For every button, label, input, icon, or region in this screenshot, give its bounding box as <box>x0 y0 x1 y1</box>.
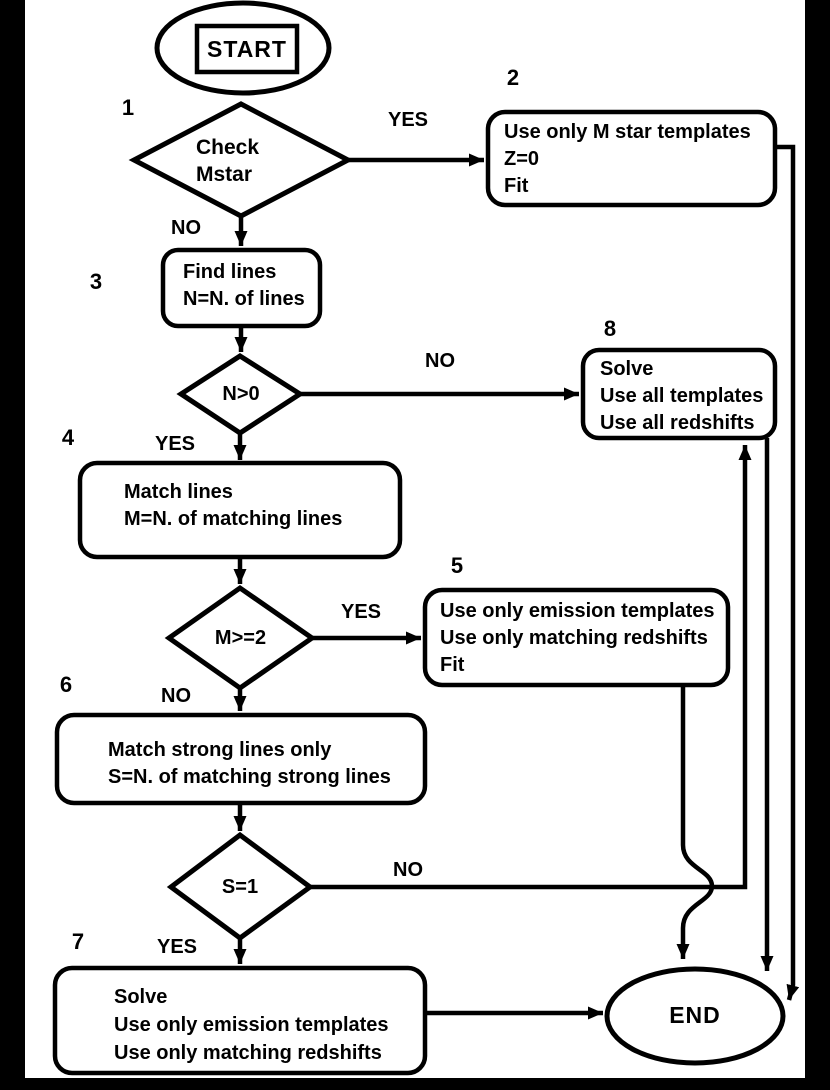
box-match-lines <box>77 460 403 560</box>
branch-label-d4-yes: YES <box>156 935 198 958</box>
box-find-lines <box>160 247 323 329</box>
step-number-5: 5 <box>450 552 464 578</box>
decision-s-eq-1 <box>166 831 315 942</box>
end-label: END <box>669 1002 721 1028</box>
box-solve-emission-matching <box>52 965 428 1076</box>
end-oval <box>604 966 786 1066</box>
box-emission-matching-fit <box>422 587 731 688</box>
box-use-m-star-templates-text: Use only M star templates Z=0 Fit <box>504 121 751 197</box>
decision-check-mstar-label: Check Mstar <box>196 136 260 186</box>
branch-label-d2-yes: YES <box>154 432 196 455</box>
branch-label-d1-no: NO <box>171 216 201 239</box>
box-solve-emission-matching-text: Solve Use only emission templates Use on… <box>114 986 389 1064</box>
decision-n-gt-0 <box>176 353 305 436</box>
frame-left-bar <box>0 0 25 1090</box>
frame-bottom-bar <box>0 1078 830 1090</box>
box-use-m-star-templates <box>485 109 778 208</box>
step-number-1: 1 <box>121 94 135 120</box>
edge-d4-no-to-b8 <box>310 445 752 890</box>
decision-m-ge-2 <box>164 584 317 692</box>
decision-m-ge-2-label: M>=2 <box>214 627 267 649</box>
edge-b2-to-end <box>775 144 800 1001</box>
start-inner-rect <box>194 23 300 75</box>
frame-right-bar <box>805 0 830 1090</box>
step-number-8: 8 <box>603 315 617 341</box>
step-number-4: 4 <box>61 424 75 450</box>
branch-label-d1-yes: YES <box>387 108 429 131</box>
box-solve-all-text: Solve Use all templates Use all redshift… <box>600 358 764 434</box>
branch-label-d3-yes: YES <box>340 600 382 623</box>
box-solve-all <box>580 347 778 441</box>
decision-check-mstar <box>128 101 354 219</box>
step-number-7: 7 <box>71 928 85 954</box>
box-match-lines-text: Match lines M=N. of matching lines <box>124 481 343 530</box>
start-label: START <box>207 35 287 62</box>
step-number-3: 3 <box>89 268 103 294</box>
decision-n-gt-0-label: N>0 <box>222 383 260 405</box>
branch-label-d3-no: NO <box>161 684 191 707</box>
branch-label-d2-no: NO <box>425 349 455 372</box>
branch-label-d4-no: NO <box>393 858 423 881</box>
box-find-lines-text: Find lines N=N. of lines <box>183 261 305 310</box>
box-match-strong-lines-text: Match strong lines only S=N. of matching… <box>108 739 391 788</box>
box-emission-matching-fit-text: Use only emission templates Use only mat… <box>440 600 715 676</box>
step-number-6: 6 <box>59 671 73 697</box>
step-number-2: 2 <box>506 64 520 90</box>
box-match-strong-lines <box>54 712 428 806</box>
decision-s-eq-1-label: S=1 <box>221 876 259 898</box>
edge-b5-to-end <box>676 685 715 959</box>
